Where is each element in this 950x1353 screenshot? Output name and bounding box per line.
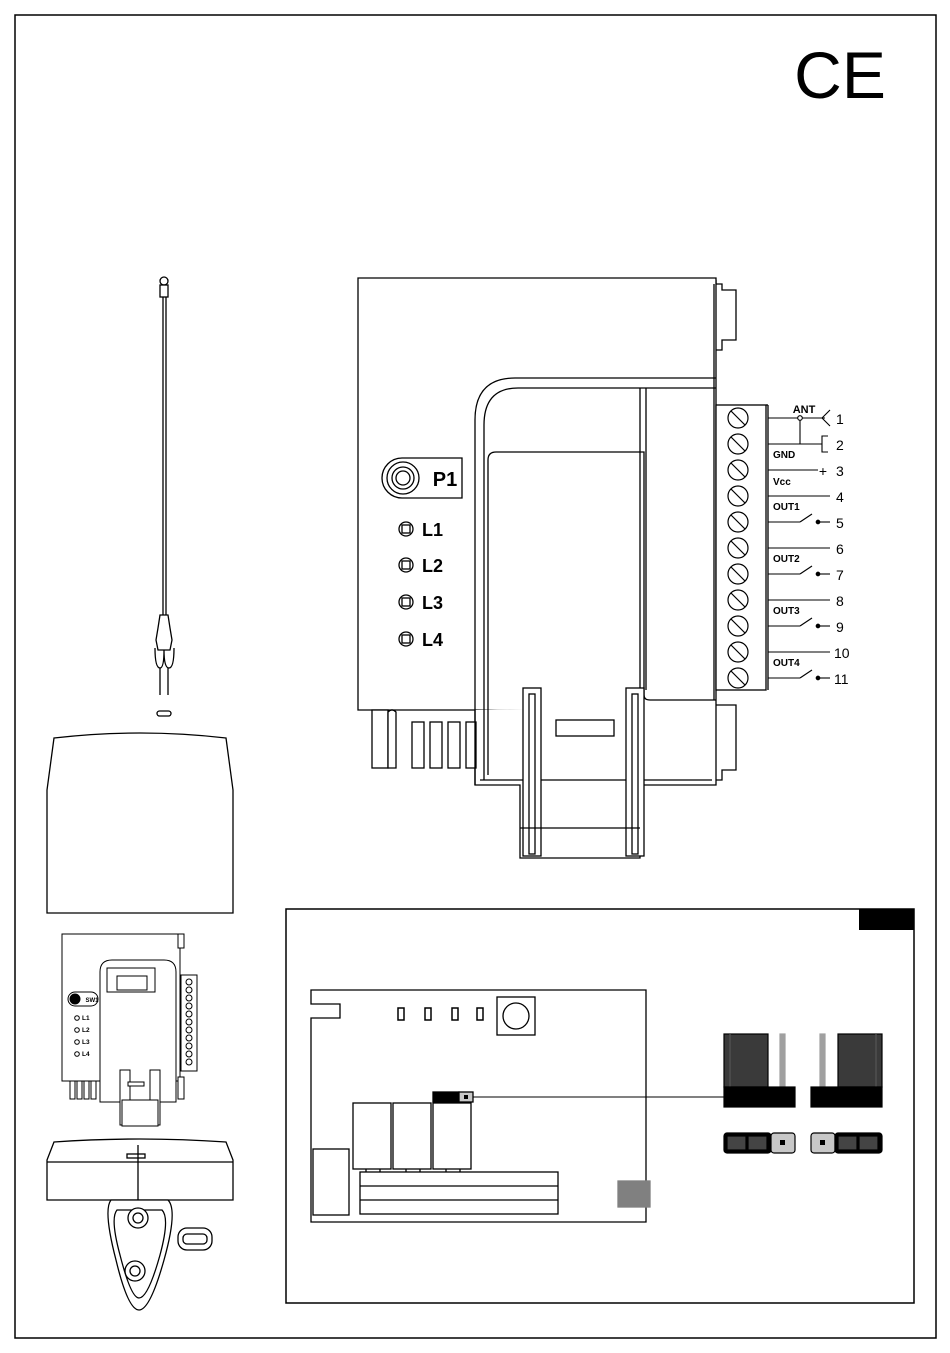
panel-corner-tab — [859, 909, 914, 930]
mounting-base — [47, 1139, 233, 1310]
circuit-board — [311, 990, 650, 1222]
pcb-detail-panel — [286, 909, 914, 1303]
antenna-illustration — [155, 277, 174, 716]
led-l4-label: L4 — [422, 630, 443, 650]
p1-button: P1 — [382, 458, 462, 498]
mini-receiver-module: SW1 L1 L2 L3 L4 — [62, 934, 197, 1126]
mini-led-l2-label: L2 — [82, 1027, 90, 1034]
terminal-block — [716, 405, 768, 690]
jumper-setting-b — [811, 1034, 882, 1153]
led-l2-label: L2 — [422, 556, 443, 576]
housing-cover — [47, 733, 233, 913]
mini-sw1-label: SW1 — [85, 998, 99, 1004]
led-l1-label: L1 — [422, 520, 443, 540]
signal-out4-label: OUT4 — [773, 658, 800, 669]
pin-8-label: 8 — [836, 593, 844, 609]
signal-out3-label: OUT3 — [773, 606, 800, 617]
wiring-diagram: ANT 1 GND 2 + Vcc 3 OUT1 4 5 OUT2 — [768, 404, 850, 687]
mini-vent-slots — [70, 1081, 96, 1099]
vcc-plus-symbol: + — [819, 463, 827, 479]
signal-out1-label: OUT1 — [773, 502, 800, 513]
ce-mark-text: CE — [794, 38, 886, 112]
pin-5-label: 5 — [836, 515, 844, 531]
pin-3-label: 3 — [836, 463, 844, 479]
pin-1-label: 1 — [836, 411, 844, 427]
led-l3-label: L3 — [422, 593, 443, 613]
mini-led-l4-label: L4 — [82, 1051, 90, 1058]
pin-9-label: 9 — [836, 619, 844, 635]
mini-terminal-block — [181, 975, 197, 1071]
pin-11-label: 11 — [834, 671, 849, 687]
receiver-module: P1 L1 L2 L3 L4 — [358, 278, 850, 858]
jumper-setting-a — [724, 1034, 795, 1153]
pin-4-label: 4 — [836, 489, 844, 505]
pin-6-label: 6 — [836, 541, 844, 557]
pin-2-label: 2 — [836, 437, 844, 453]
pin-10-label: 10 — [834, 645, 850, 661]
mini-sw1-button: SW1 — [68, 992, 99, 1006]
signal-gnd-label: GND — [773, 450, 795, 461]
signal-ant-label: ANT — [793, 404, 816, 416]
signal-vcc-label: Vcc — [773, 477, 791, 488]
terminal-screws — [728, 408, 748, 688]
ce-mark: CE — [794, 38, 886, 112]
cable-grommet — [178, 1228, 212, 1250]
pin-7-label: 7 — [836, 567, 844, 583]
mini-led-l3-label: L3 — [82, 1039, 90, 1046]
signal-out2-label: OUT2 — [773, 554, 800, 565]
p1-button-label: P1 — [433, 469, 457, 491]
mini-led-l1-label: L1 — [82, 1015, 90, 1022]
